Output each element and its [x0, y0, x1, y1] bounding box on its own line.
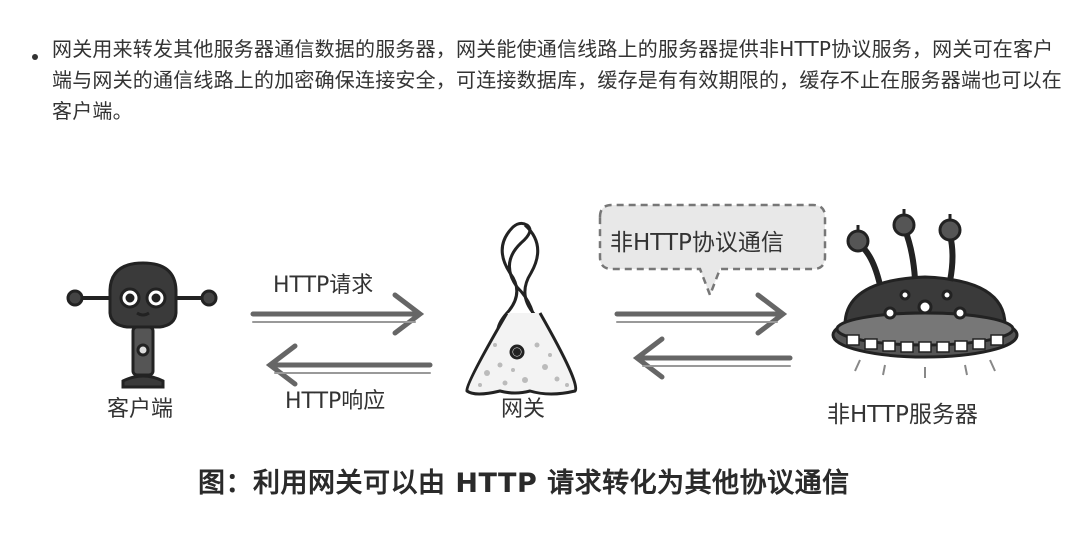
bullet-paragraph: 网关用来转发其他服务器通信数据的服务器，网关能使通信线路上的服务器提供非HTTP…	[52, 37, 1062, 123]
bullet-dot	[32, 54, 38, 60]
diagram-artwork	[66, 203, 1019, 396]
figure-caption: 图：利用网关可以由 HTTP 请求转化为其他协议通信	[198, 468, 850, 499]
server-label: 非HTTP服务器	[827, 402, 978, 428]
client-robot-icon	[66, 261, 218, 389]
request-arrow-icon	[250, 292, 425, 336]
gateway-diagram: 客户端 HTTP请求 HTTP响应 网关 非HTTP协议通信 非HTTP服务器	[55, 195, 1035, 500]
response-label: HTTP响应	[285, 389, 386, 414]
request-label: HTTP请求	[273, 273, 374, 298]
server-alien-icon	[831, 209, 1019, 378]
gateway-creature-icon	[465, 221, 578, 396]
gateway-label: 网关	[501, 397, 546, 422]
response-arrow-icon	[265, 343, 433, 387]
server-request-arrow-icon	[614, 292, 788, 336]
bubble-label: 非HTTP协议通信	[610, 230, 784, 256]
bullet-item: 网关用来转发其他服务器通信数据的服务器，网关能使通信线路上的服务器提供非HTTP…	[24, 34, 1064, 127]
protocol-bubble	[598, 203, 827, 299]
client-label: 客户端	[107, 397, 174, 422]
server-response-arrow-icon	[632, 336, 793, 380]
